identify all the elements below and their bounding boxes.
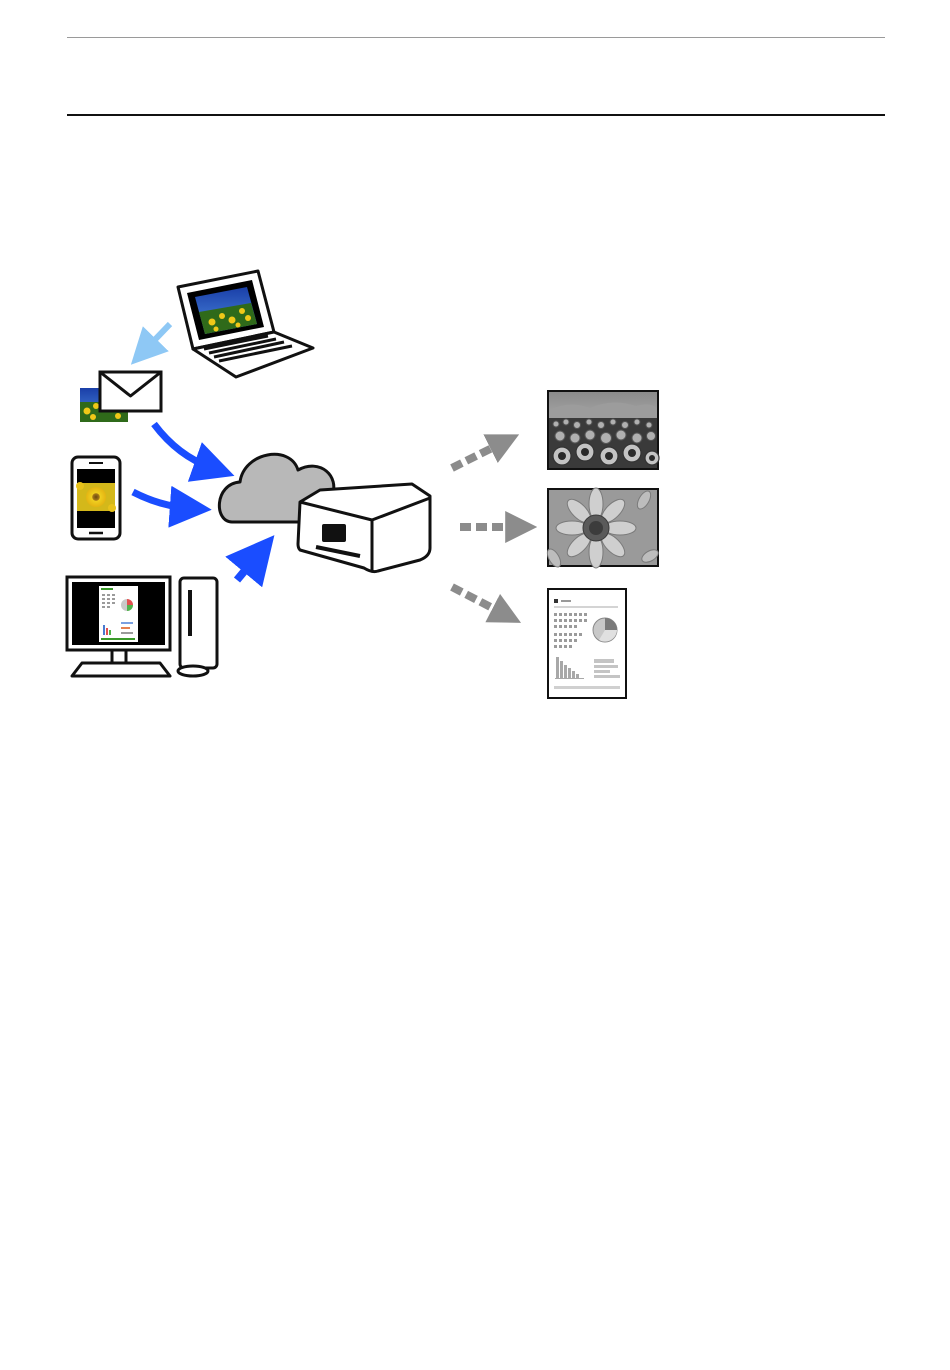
report-pie-chart: [593, 618, 617, 642]
section-heading-rule: [67, 114, 885, 116]
print-arrow-bottom: [452, 587, 504, 614]
email-icon: [80, 372, 161, 422]
photo-print-sunflower-closeup: [545, 488, 661, 569]
desktop-computer-icon: [67, 577, 217, 676]
photo-print-sunflower-field: [548, 391, 659, 469]
header-rule: [67, 37, 885, 38]
document-print-report: [548, 589, 626, 698]
desktop-screen-document: [99, 586, 138, 642]
printer-icon: [298, 484, 430, 572]
phone-to-cloud-arrow: [133, 492, 188, 508]
email-to-cloud-arrow: [154, 424, 212, 468]
print-arrow-top: [452, 443, 502, 468]
cloud-printing-illustration: [60, 262, 680, 707]
email-arrow: [145, 324, 170, 350]
laptop-icon: [178, 271, 313, 377]
smartphone-icon: [72, 457, 120, 539]
computer-to-cloud-arrow: [237, 556, 257, 580]
